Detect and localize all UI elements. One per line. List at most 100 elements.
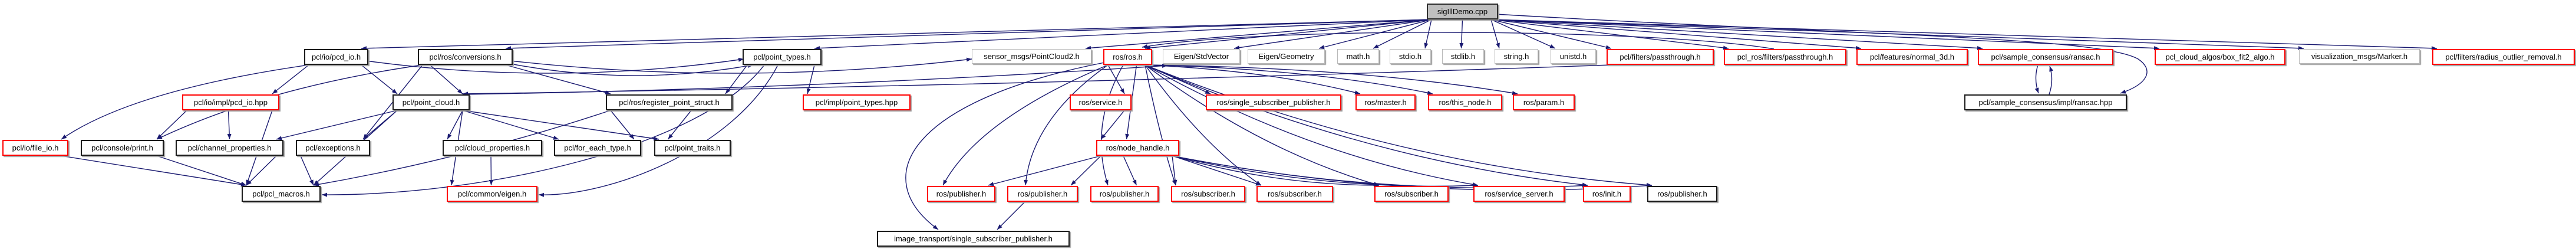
graph-node-marker[interactable]: visualization_msgs/Marker.h (2299, 49, 2420, 64)
graph-node-pub_black[interactable]: ros/publisher.h (1647, 186, 1717, 202)
include-edge-conversions-to-pointcloud2 (510, 57, 972, 74)
graph-node-channel[interactable]: pcl/channel_properties.h (176, 140, 283, 156)
graph-node-pub2[interactable]: ros/publisher.h (1007, 186, 1078, 202)
graph-node-point_traits[interactable]: pcl/point_traits.h (654, 140, 731, 156)
include-edge-ransac-to-ransac_hpp (2034, 64, 2039, 94)
include-edge-pub2-to-image_transport (997, 201, 1026, 230)
include-edge-point_types-to-pcl_macros (321, 64, 765, 197)
include-edge-root-to-conversions (505, 19, 1432, 51)
graph-node-point_types_hpp[interactable]: pcl/impl/point_types.hpp (803, 94, 911, 110)
graph-node-sub1[interactable]: ros/subscriber.h (1171, 186, 1245, 202)
graph-node-pcd_io_hpp[interactable]: pcl/io/impl/pcd_io.hpp (182, 94, 279, 110)
include-edge-node_handle-to-init (1172, 155, 1588, 189)
graph-node-boxfit[interactable]: pcl_cloud_algos/box_fit2_algo.h (2155, 49, 2285, 65)
include-edge-rosros-to-sub1 (1144, 64, 1176, 186)
include-edge-service-to-node_handle (1100, 110, 1125, 140)
include-edge-pclrospass-to-rosros (1142, 32, 1774, 50)
include-edge-root-to-ransac (1490, 19, 1983, 50)
include-edge-rosros-to-init (1144, 64, 1588, 187)
include-edge-rosros-to-service_server (1144, 64, 1479, 186)
graph-node-conversions[interactable]: pcl/ros/conversions.h (418, 49, 513, 65)
graph-node-sub3[interactable]: ros/subscriber.h (1374, 186, 1449, 202)
graph-node-ransac_hpp[interactable]: pcl/sample_consensus/impl/ransac.hpp (1964, 94, 2127, 110)
graph-node-pub3[interactable]: ros/publisher.h (1090, 186, 1159, 202)
graph-node-pcd_io[interactable]: pcl/io/pcd_io.h (304, 49, 368, 65)
include-edge-rosros-to-master (1144, 64, 1361, 95)
include-edge-point_types-to-point_types_hpp (806, 64, 815, 94)
include-edge-root-to-radius (1490, 19, 2438, 51)
graph-node-pub1[interactable]: ros/publisher.h (927, 186, 995, 202)
graph-node-stdio[interactable]: stdio.h (1390, 49, 1431, 64)
include-edge-ransac_hpp-to-ransac (2049, 66, 2054, 95)
graph-node-normal3d[interactable]: pcl/features/normal_3d.h (1856, 49, 1968, 65)
graph-node-pointcloud2[interactable]: sensor_msgs/PointCloud2.h (972, 49, 1091, 64)
graph-node-file_io[interactable]: pcl/io/file_io.h (2, 140, 68, 156)
graph-node-point_cloud[interactable]: pcl/point_cloud.h (392, 94, 470, 110)
include-edge-pcd_io-to-pcd_io_hpp (272, 64, 309, 94)
include-edge-rosros-to-this_node (1144, 64, 1433, 95)
graph-node-ransac[interactable]: pcl/sample_consensus/ransac.h (1978, 49, 2113, 65)
graph-node-for_each[interactable]: pcl/for_each_type.h (554, 140, 641, 156)
include-edge-point_cloud-to-for_each (462, 110, 559, 140)
include-edge-rosros-to-sub2 (1144, 64, 1262, 186)
graph-node-eigengeo[interactable]: Eigen/Geometry (1248, 49, 1325, 64)
include-edge-root-to-pclrospass (1490, 19, 1729, 50)
include-edge-root-to-rosros (1144, 19, 1432, 50)
include-edge-root-to-normal3d (1490, 19, 1862, 50)
graph-node-common_eigen[interactable]: pcl/common/eigen.h (447, 186, 537, 202)
include-edge-root-to-pointcloud2 (1085, 19, 1432, 50)
include-edge-point_cloud-to-channel (276, 110, 398, 140)
include-edge-pcd_io_hpp-to-print (156, 110, 187, 140)
graph-node-point_types[interactable]: pcl/point_types.h (743, 49, 822, 65)
graph-node-pcl_macros[interactable]: pcl/pcl_macros.h (242, 186, 321, 202)
graph-node-this_node[interactable]: ros/this_node.h (1428, 94, 1502, 110)
graph-root-node[interactable]: sigIllDemo.cpp (1427, 4, 1498, 19)
graph-node-pclrospass[interactable]: pcl_ros/filters/passthrough.h (1724, 49, 1846, 65)
include-edge-reg_struct-to-for_each (610, 110, 635, 140)
graph-node-unistd[interactable]: unistd.h (1551, 49, 1596, 64)
include-edge-rosros-to-sub3 (1144, 64, 1380, 186)
graph-node-param[interactable]: ros/param.h (1513, 94, 1575, 110)
graph-node-eigenstd[interactable]: Eigen/StdVector (1163, 49, 1240, 64)
graph-node-reg_struct[interactable]: pcl/ros/register_point_struct.h (606, 94, 733, 110)
include-edge-rosros-to-pub1 (942, 64, 1109, 186)
include-edge-pcd_io-to-file_io (61, 64, 309, 140)
include-edge-rosros-to-pub3 (1100, 64, 1124, 186)
include-edge-pcd_io_hpp-to-channel (227, 110, 232, 140)
graph-node-stdlib[interactable]: stdlib.h (1442, 49, 1484, 64)
include-edge-point_cloud-to-point_traits (462, 110, 659, 141)
graph-node-print[interactable]: pcl/console/print.h (81, 140, 164, 156)
graph-node-node_handle[interactable]: ros/node_handle.h (1096, 140, 1179, 156)
graph-node-master[interactable]: ros/master.h (1355, 94, 1416, 110)
include-edge-file_io-to-pcl_macros (61, 155, 247, 187)
include-edge-channel-to-pcl_macros (246, 155, 277, 186)
include-edge-root-to-eigengeo (1318, 19, 1432, 50)
include-edge-root-to-pcd_io (361, 19, 1432, 51)
graph-node-service_server[interactable]: ros/service_server.h (1473, 186, 1565, 202)
include-edge-root-to-unistd (1490, 19, 1556, 49)
graph-node-single_sub_pub[interactable]: ros/single_subscriber_publisher.h (1206, 94, 1341, 110)
include-edge-pclpass-to-point_cloud (462, 64, 1612, 96)
graph-node-exceptions[interactable]: pcl/exceptions.h (296, 140, 370, 156)
include-edge-root-to-ransac_hpp (1495, 14, 2148, 94)
graph-node-string[interactable]: string.h (1495, 49, 1538, 64)
graph-node-image_transport[interactable]: image_transport/single_subscriber_publis… (877, 231, 1070, 247)
graph-node-math[interactable]: math.h (1337, 49, 1379, 64)
graph-node-init[interactable]: ros/init.h (1583, 186, 1631, 202)
include-edge-conversions-to-reg_struct (505, 64, 611, 94)
graph-node-rosros[interactable]: ros/ros.h (1103, 49, 1152, 65)
include-edge-root-to-stdlib (1459, 19, 1464, 49)
include-edge-node_handle-to-sub3 (1172, 155, 1380, 188)
include-edge-node_handle-to-pub3 (1123, 155, 1137, 186)
include-edge-node_handle-to-pub1 (988, 155, 1101, 186)
include-edge-conversions-to-point_types (510, 63, 754, 76)
graph-node-cloud_props[interactable]: pcl/cloud_properties.h (443, 140, 542, 156)
graph-node-pclpass[interactable]: pcl/filters/passthrough.h (1607, 49, 1714, 65)
graph-node-radius[interactable]: pcl/filters/radius_outlier_removal.h (2432, 49, 2575, 65)
graph-node-service[interactable]: ros/service.h (1070, 94, 1132, 110)
include-edge-root-to-math (1373, 19, 1432, 49)
include-edge-rosros-to-pub_black (1144, 64, 1653, 187)
graph-node-sub2[interactable]: ros/subscriber.h (1256, 186, 1333, 202)
include-edge-point_types-to-common_eigen (538, 64, 779, 197)
